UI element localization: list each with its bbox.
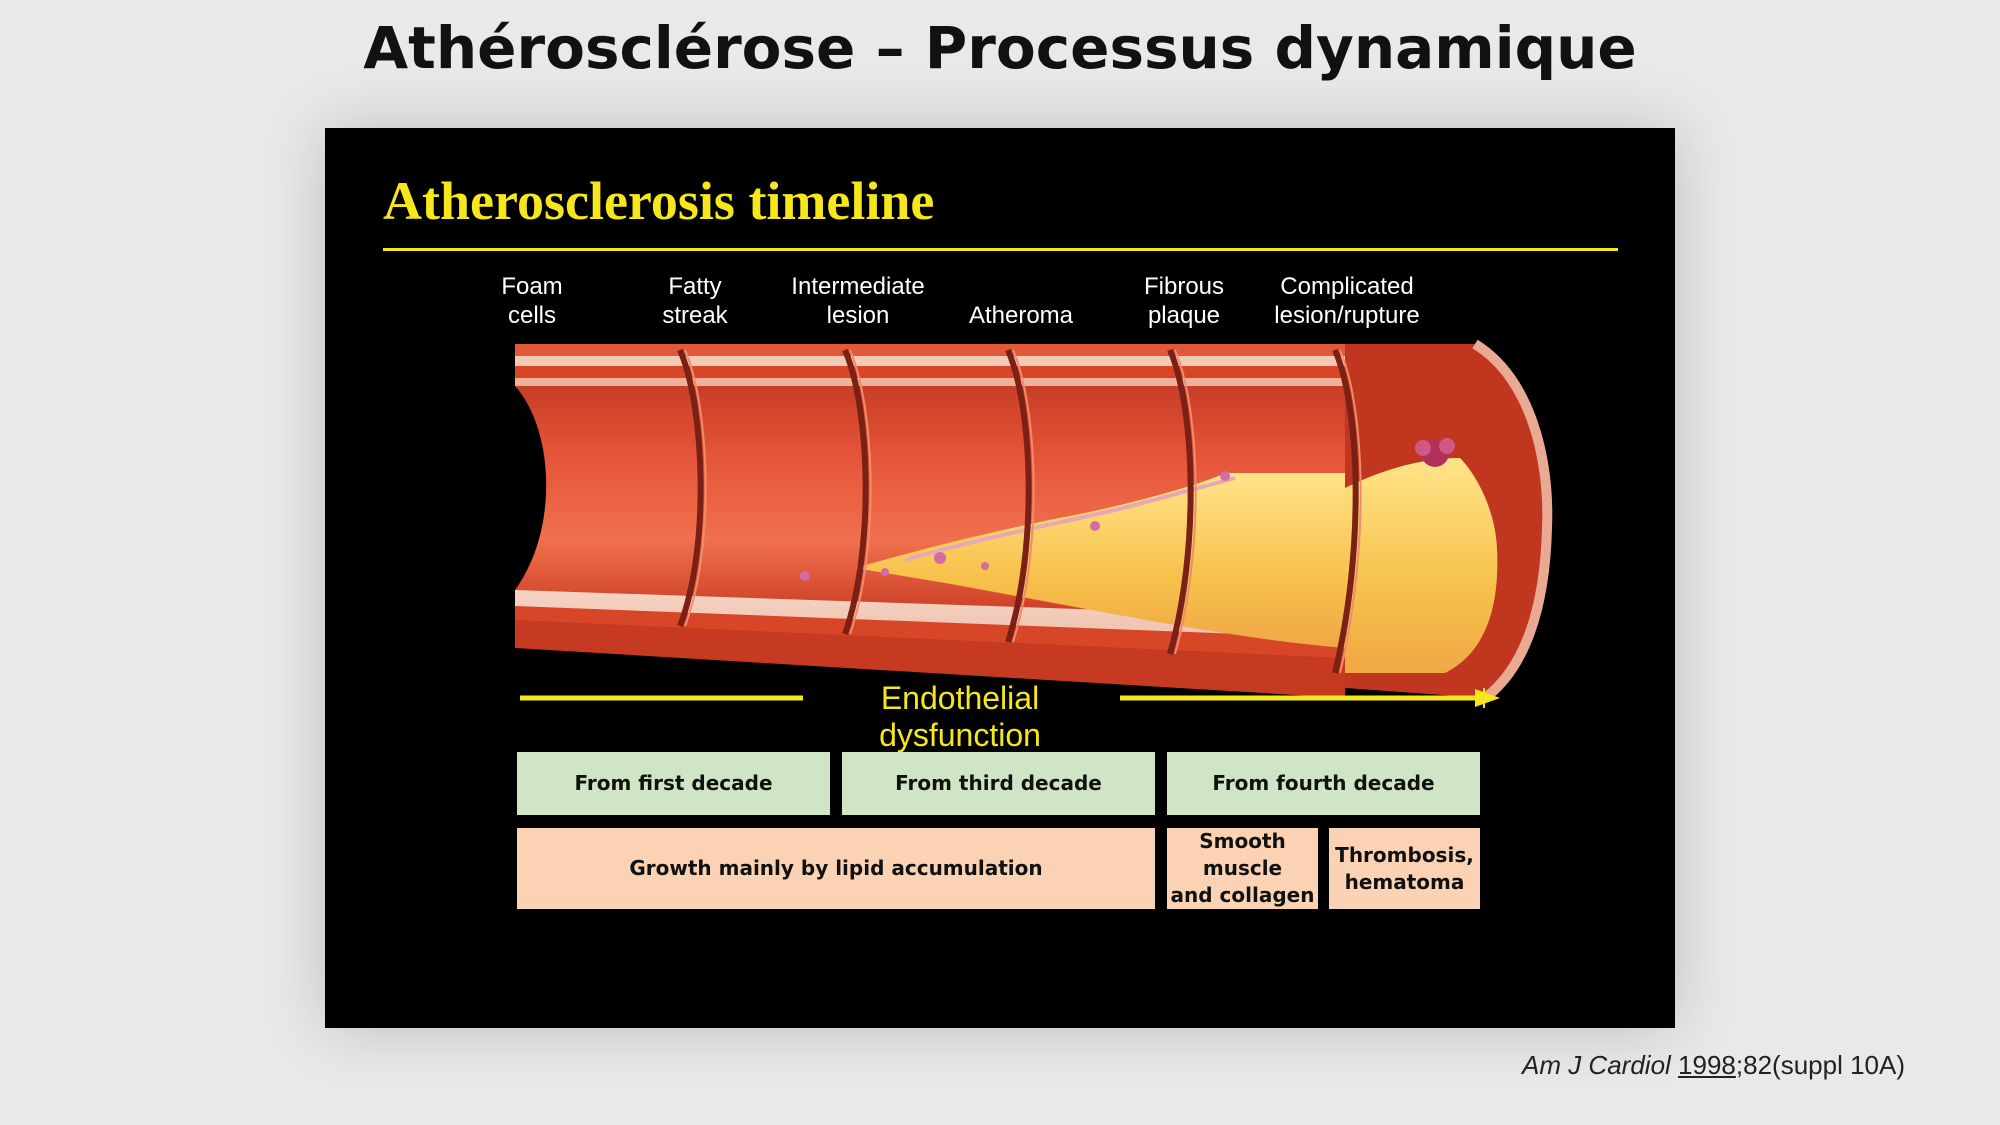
growth-box-lipid: Growth mainly by lipid accumulation bbox=[517, 828, 1155, 909]
growth-box-line: Smooth muscle bbox=[1199, 829, 1286, 880]
arrow-head-icon bbox=[1475, 689, 1500, 707]
endothelial-arrow bbox=[520, 688, 1500, 708]
stage-label-line: Foam bbox=[501, 273, 563, 300]
slide-title: Athérosclérose – Processus dynamique bbox=[363, 14, 1637, 82]
stage-label-fibrous-plaque: Fibrous plaque bbox=[1089, 272, 1279, 330]
growth-box-line: Thrombosis, bbox=[1335, 842, 1474, 867]
stage-label-line: Fibrous bbox=[1143, 273, 1225, 300]
artery-illustration bbox=[515, 339, 1553, 702]
growth-box-line: and collagen bbox=[1170, 883, 1315, 907]
artery-top-wall bbox=[515, 344, 1350, 386]
atherosclerosis-figure: Atherosclerosis timeline Foam cells Fatt… bbox=[325, 128, 1675, 1028]
stage-label-line: plaque bbox=[1147, 302, 1221, 329]
lipid-plaque bbox=[855, 473, 1345, 648]
figure-title: Atherosclerosis timeline bbox=[383, 171, 935, 231]
citation-journal: Am J Cardiol bbox=[1521, 1050, 1671, 1080]
stage-label-fatty-streak: Fatty streak bbox=[600, 272, 790, 330]
decade-box-first: From first decade bbox=[517, 752, 830, 815]
stage-label-line: lesion bbox=[826, 302, 890, 329]
growth-box-line: hematoma bbox=[1344, 869, 1465, 894]
segment-ring-highlights bbox=[684, 349, 1362, 674]
segment-rings bbox=[677, 348, 1359, 674]
growth-box-thrombosis: Thrombosis, hematoma bbox=[1329, 828, 1480, 909]
stage-label-line: cells bbox=[507, 302, 556, 329]
stage-label-line: Fatty bbox=[668, 273, 722, 300]
foam-cell-dots bbox=[800, 471, 1230, 581]
stage-label-atheroma: Atheroma bbox=[926, 301, 1116, 330]
stage-label-line: Intermediate bbox=[791, 273, 925, 300]
stage-label-complicated-lesion: Complicated lesion/rupture bbox=[1242, 272, 1452, 330]
fibrous-cap bbox=[904, 476, 1236, 562]
stage-label-foam-cells: Foam cells bbox=[437, 272, 627, 330]
stage-label-line: lesion/rupture bbox=[1274, 302, 1420, 329]
citation: Am J Cardiol 1998;82(suppl 10A) bbox=[1522, 1050, 1905, 1081]
stage-label-intermediate-lesion: Intermediate lesion bbox=[763, 272, 953, 330]
stage-label-line: streak bbox=[662, 302, 728, 329]
title-underline bbox=[383, 248, 1618, 251]
artery-bottom-wall bbox=[515, 590, 1345, 698]
growth-box-smooth-muscle: Smooth muscle and collagen bbox=[1167, 828, 1318, 909]
stage-label-line: Atheroma bbox=[968, 302, 1074, 329]
artery-opening bbox=[515, 386, 547, 590]
stage-label-line: Complicated bbox=[1280, 273, 1414, 300]
rupture-segment bbox=[1345, 339, 1553, 702]
decade-box-third: From third decade bbox=[842, 752, 1155, 815]
citation-volume: ;82(suppl 10A) bbox=[1735, 1050, 1905, 1080]
citation-year-link[interactable]: 1998 bbox=[1678, 1050, 1736, 1080]
endothelial-dysfunction-label: Endothelial dysfunction bbox=[879, 680, 1041, 753]
decade-box-fourth: From fourth decade bbox=[1167, 752, 1480, 815]
